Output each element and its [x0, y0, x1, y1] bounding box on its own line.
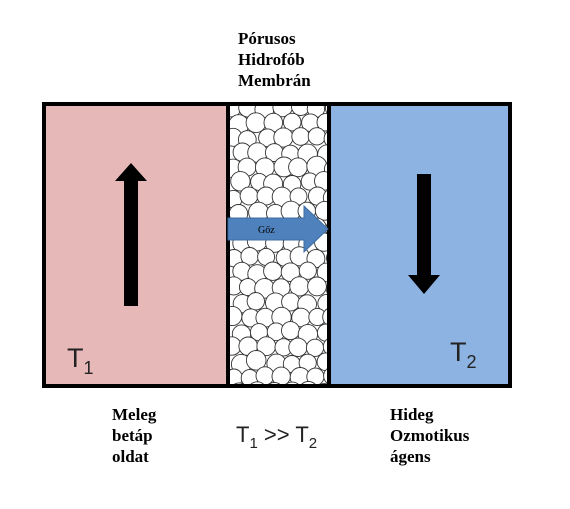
pore — [245, 350, 267, 371]
pore — [281, 321, 300, 341]
membrane-label: Pórusos Hidrofób Membrán — [238, 28, 311, 91]
left-temperature-symbol: T — [67, 343, 84, 373]
relation-right-symbol: T — [295, 422, 308, 447]
right-temperature-label: T2 — [450, 337, 477, 372]
left-caption-line-1: Meleg — [112, 405, 157, 424]
right-caption: Hideg Ozmotikus ágens — [390, 404, 469, 467]
pore — [288, 157, 308, 178]
right-caption-line-1: Hideg — [390, 405, 434, 424]
pore — [305, 338, 325, 357]
pore — [245, 112, 267, 134]
relation-left-symbol: T — [236, 422, 249, 447]
pore — [246, 292, 265, 311]
vapor-arrow: Gőz — [227, 204, 329, 254]
pore — [316, 113, 329, 132]
pore — [230, 171, 251, 192]
left-caption-line-3: oldat — [112, 447, 149, 466]
pore — [298, 261, 317, 280]
left-temperature-label: T1 — [67, 343, 94, 378]
outer-frame — [42, 102, 512, 388]
pore — [316, 262, 329, 283]
relation-right-subscript: 2 — [309, 435, 317, 452]
relation-operator: >> — [264, 422, 290, 447]
membrane-label-line-1: Pórusos — [238, 29, 296, 48]
pore — [288, 337, 308, 357]
pore — [314, 200, 329, 221]
pore — [291, 127, 310, 146]
pore — [263, 261, 283, 281]
left-temperature-subscript: 1 — [84, 358, 94, 378]
pore — [307, 276, 327, 297]
pore — [282, 112, 302, 132]
pore — [239, 186, 259, 206]
left-caption-line-2: betáp — [112, 426, 153, 445]
vapor-arrow-label: Gőz — [258, 225, 275, 236]
right-temperature-symbol: T — [450, 337, 467, 367]
membrane-label-line-2: Hidrofób — [238, 50, 305, 69]
relation-left-subscript: 1 — [249, 435, 257, 452]
right-caption-line-2: Ozmotikus — [390, 426, 470, 445]
pore — [290, 104, 311, 116]
right-caption-line-3: ágens — [390, 447, 431, 466]
left-caption: Meleg betáp oldat — [112, 404, 156, 467]
pore — [307, 127, 326, 146]
temperature-relation: T1 >> T2 — [236, 422, 317, 452]
arrow-down-icon — [408, 174, 440, 294]
right-temperature-subscript: 2 — [467, 352, 477, 372]
arrow-up-icon — [115, 163, 147, 306]
membrane-label-line-3: Membrán — [238, 71, 311, 90]
